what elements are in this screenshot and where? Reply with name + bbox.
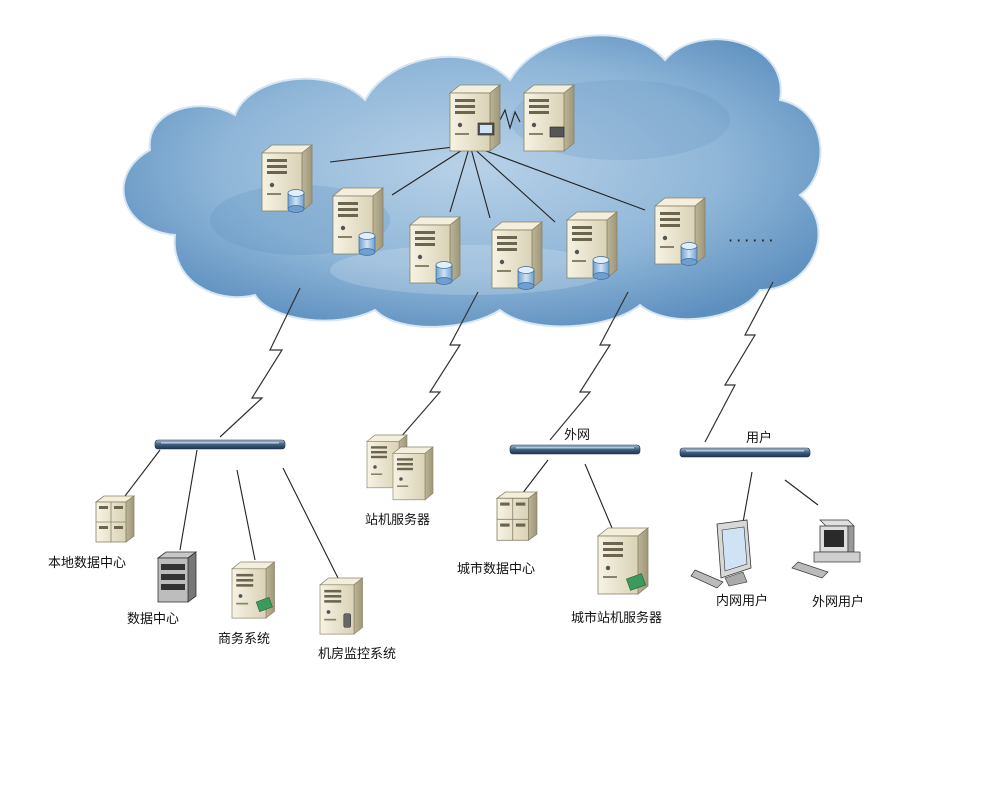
label-users: 用户 (746, 431, 773, 446)
cloud-ellipsis: ······ (728, 231, 777, 250)
label-station-server: 站机服务器 (365, 513, 431, 528)
city-datacenter-rack (496, 491, 538, 541)
cloud-backup-server (523, 84, 575, 152)
switch-external (509, 444, 641, 455)
switch-left (154, 439, 286, 450)
cloud-db-server-5 (566, 211, 618, 280)
lightning-link-4 (704, 281, 774, 443)
cloud (122, 34, 822, 328)
label-datacenter: 数据中心 (127, 612, 180, 627)
label-business-system: 商务系统 (218, 632, 271, 647)
cloud-db-server-2 (332, 187, 384, 256)
cloud-db-server-3 (409, 216, 461, 285)
cloud-db-server-4 (491, 221, 543, 290)
cloud-db-server-6 (654, 197, 706, 266)
label-local-datacenter: 本地数据中心 (48, 556, 127, 571)
intranet-user-computer (690, 519, 752, 589)
label-intranet-user: 内网用户 (716, 594, 769, 609)
local-datacenter-rack (95, 495, 135, 543)
machine-room-monitor-server (319, 577, 363, 635)
label-machine-room-monitor: 机房监控系统 (318, 647, 397, 662)
switch-links (124, 449, 819, 579)
label-city-datacenter: 城市数据中心 (457, 562, 536, 577)
datacenter-cabinet (156, 551, 198, 603)
city-station-server (597, 527, 649, 595)
cloud-links (329, 108, 646, 223)
extranet-user-computer (791, 519, 861, 579)
lightning-link-3 (549, 291, 629, 441)
station-server-pair (366, 434, 434, 501)
label-city-station-server: 城市站机服务器 (571, 611, 663, 626)
lightning-link-2 (399, 291, 479, 439)
label-external-network: 外网 (564, 428, 591, 443)
cloud-main-server (449, 84, 501, 152)
wireless-links (219, 281, 774, 443)
cloud-db-server-1 (261, 144, 313, 213)
business-system-server (231, 561, 275, 619)
label-extranet-user: 外网用户 (812, 595, 865, 610)
lightning-link-1 (219, 287, 301, 438)
switch-users (679, 447, 811, 458)
